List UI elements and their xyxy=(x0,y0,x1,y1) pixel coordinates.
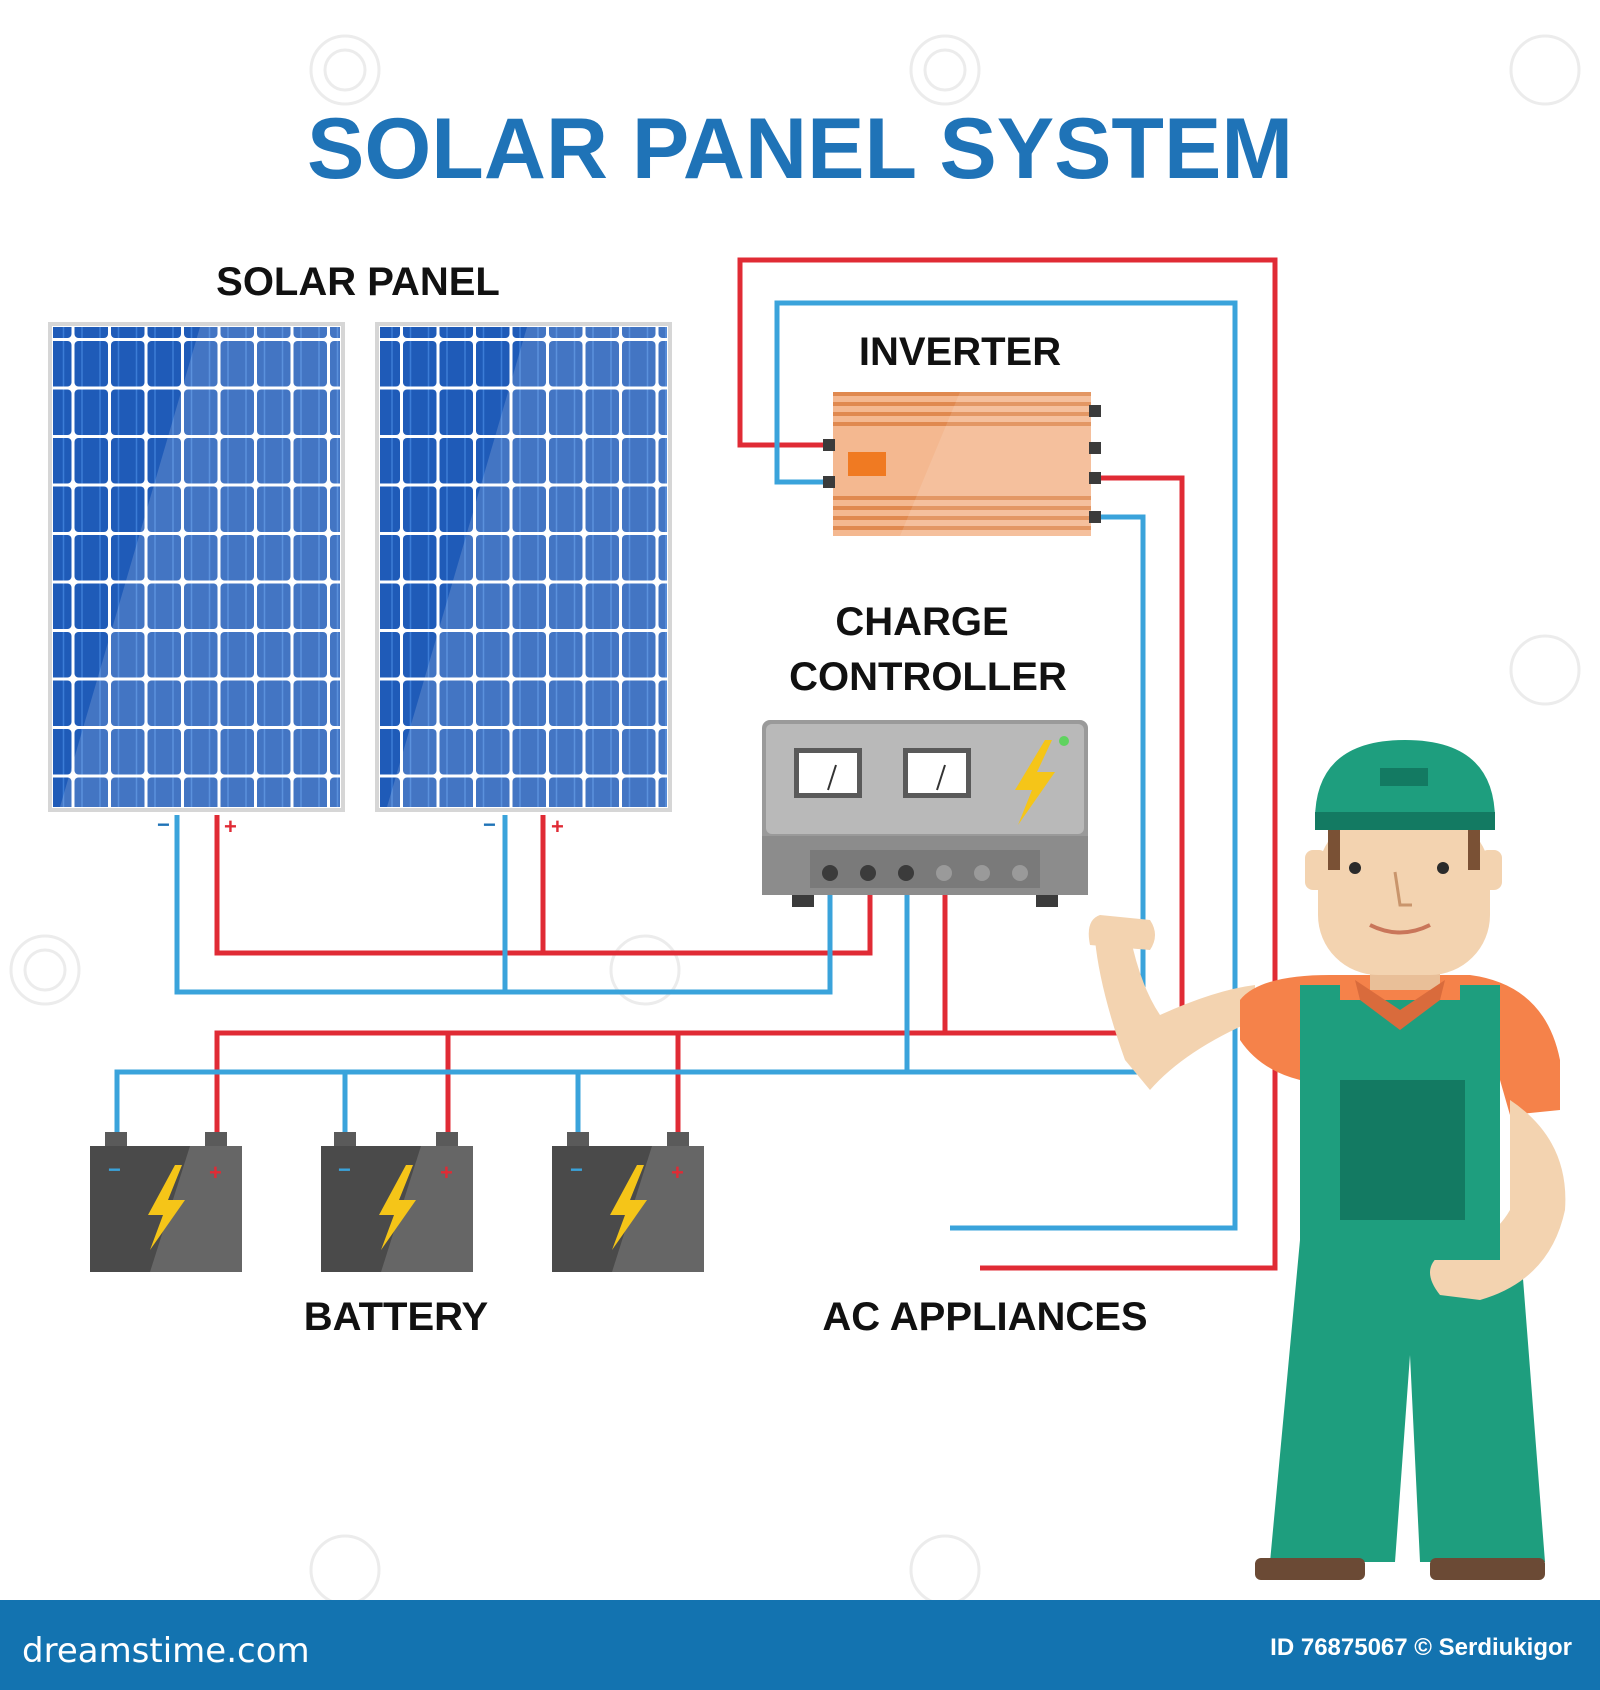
panel-left-positive: + xyxy=(224,814,237,839)
footer-brand: dreamstime.com xyxy=(22,1631,310,1671)
solar-panel-left: − + xyxy=(48,322,345,839)
status-led xyxy=(1059,736,1069,746)
ac-wire-negative xyxy=(774,300,1238,1231)
inverter-dc-positive xyxy=(945,475,1185,1036)
ac-appliances-label: AC APPLIANCES xyxy=(822,1295,1147,1339)
charge-controller xyxy=(762,720,1088,907)
battery-3-positive: + xyxy=(671,1160,684,1185)
battery-1-positive: + xyxy=(209,1160,222,1185)
inverter-label: INVERTER xyxy=(859,330,1061,374)
footer-bar xyxy=(0,1600,1600,1690)
battery-label: BATTERY xyxy=(304,1295,489,1339)
charge-controller-label-line2: CONTROLLER xyxy=(789,655,1067,699)
battery-bus-positive xyxy=(214,890,948,1132)
wiring xyxy=(114,257,1278,1271)
battery-3-negative: − xyxy=(570,1157,583,1182)
battery-2: − + xyxy=(321,1132,473,1272)
watermark-pattern xyxy=(9,34,1581,1606)
battery-1-lightning-icon xyxy=(148,1165,185,1250)
battery-2-lightning-icon xyxy=(379,1165,416,1250)
panel-right-positive: + xyxy=(551,814,564,839)
lightning-icon xyxy=(1015,740,1055,825)
battery-2-negative: − xyxy=(338,1157,351,1182)
battery-3: − + xyxy=(552,1132,704,1272)
inverter xyxy=(823,392,1101,536)
charge-controller-label-line1: CHARGE xyxy=(835,600,1008,644)
panel-left-negative: − xyxy=(157,812,170,837)
ac-wire-positive xyxy=(737,257,1278,1271)
battery-3-lightning-icon xyxy=(610,1165,647,1250)
battery-bus-negative xyxy=(114,890,910,1132)
battery-1-negative: − xyxy=(108,1157,121,1182)
battery-1: − + xyxy=(90,1132,242,1272)
panel-right-negative: − xyxy=(483,812,496,837)
inverter-dc-negative xyxy=(907,514,1146,1075)
footer-credit: ID 76875067 © Serdiukigor xyxy=(1270,1634,1572,1661)
battery-2-positive: + xyxy=(440,1160,453,1185)
page-title: SOLAR PANEL SYSTEM xyxy=(307,101,1293,197)
technician-illustration xyxy=(1088,740,1566,1580)
solar-panel-right: − + xyxy=(375,322,672,839)
solar-panel-label: SOLAR PANEL xyxy=(216,260,500,304)
inverter-display xyxy=(848,452,886,476)
